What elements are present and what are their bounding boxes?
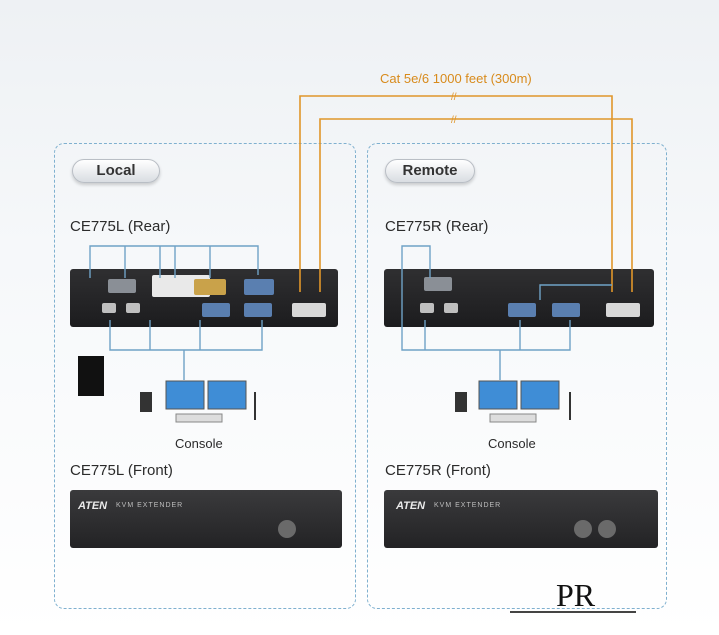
local-badge: Local [72,159,160,183]
pc-tower-icon [78,356,104,396]
rj45-ports [606,303,640,317]
keyboard-icon [489,413,537,423]
local-front-title: CE775L (Front) [70,462,173,479]
cable-break-2: // [451,115,457,126]
cable-line-1 [299,95,613,292]
rj45-ports [292,303,326,317]
keyboard-icon [175,413,223,423]
console-vga-2 [244,303,272,317]
remote-panel [367,143,667,609]
brand-logo: ATEN [78,500,108,512]
monitor-icon-2 [520,380,560,410]
logo-underline [510,611,636,613]
monitor-icon-1 [165,380,205,410]
remote-front-title: CE775R (Front) [385,462,491,479]
cable-label: Cat 5e/6 1000 feet (300m) [380,71,532,86]
vga-out-port [244,279,274,295]
vga-in-port [194,279,226,295]
front-button [278,520,296,538]
local-front-unit: ATEN KVM EXTENDER [70,490,342,548]
console-vga-2 [552,303,580,317]
pr-logo: PR [556,577,596,613]
monitor-icon-2 [207,380,247,410]
remote-rear-unit [384,269,654,327]
local-bottom-links [109,320,263,380]
rs232-port [108,279,136,293]
remote-links [401,245,612,380]
rs232-port [424,277,452,291]
brand-logo: ATEN [396,500,426,512]
usb-port-1 [102,303,116,313]
local-rear-unit [70,269,338,327]
remote-front-unit: ATEN KVM EXTENDER [384,490,658,548]
product-label: KVM EXTENDER [434,502,502,509]
monitor-icon-1 [478,380,518,410]
console-vga-1 [508,303,536,317]
remote-console-label: Console [488,436,536,451]
product-label: KVM EXTENDER [116,502,184,509]
speaker-icon [140,392,152,412]
console-vga-1 [202,303,230,317]
usb-port-2 [126,303,140,313]
local-rear-title: CE775L (Rear) [70,218,171,235]
front-button-1 [574,520,592,538]
remote-rear-title: CE775R (Rear) [385,218,489,235]
remote-badge: Remote [385,159,475,183]
front-button-2 [598,520,616,538]
local-top-links [89,245,259,278]
usb-port-1 [420,303,434,313]
local-console-label: Console [175,436,223,451]
local-panel [54,143,356,609]
cable-line-2 [319,118,633,292]
usb-port-2 [444,303,458,313]
speaker-icon [455,392,467,412]
cable-break-1: // [451,92,457,103]
